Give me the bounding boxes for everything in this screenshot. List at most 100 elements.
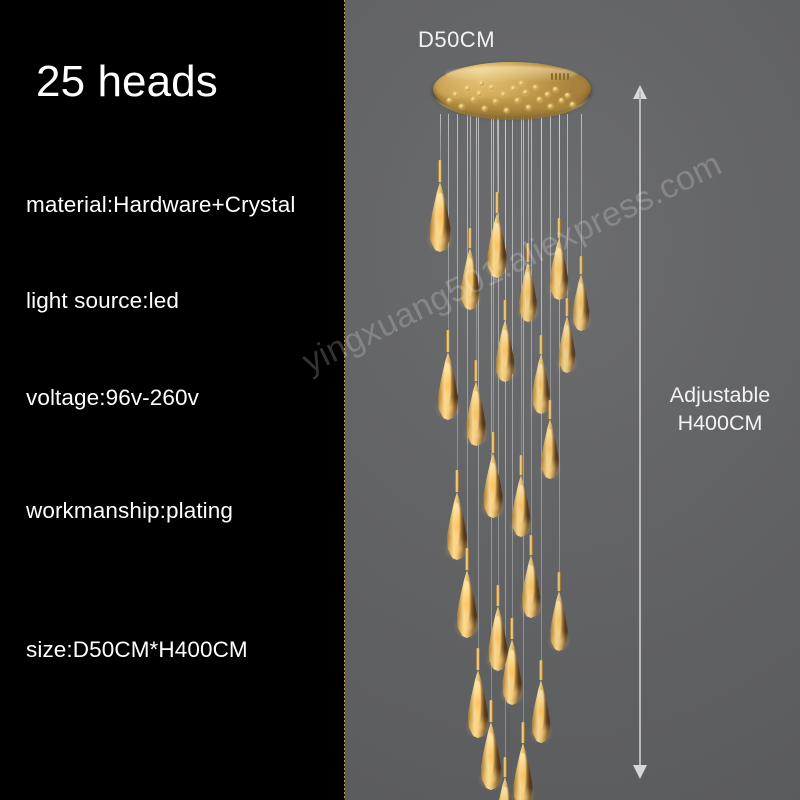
- canopy-mount-nub: [447, 98, 452, 103]
- canopy-mount-nub: [570, 102, 575, 107]
- crystal-pendant: [465, 648, 491, 738]
- pendant-cable: [581, 114, 582, 256]
- pendant-light-core: [538, 363, 544, 401]
- canopy-mount-nub: [545, 92, 550, 97]
- pendant-cable: [505, 114, 506, 757]
- crystal-pendant: [516, 243, 540, 322]
- canopy-mount-nub: [482, 106, 487, 111]
- pendant-light-core: [487, 732, 495, 776]
- pendant-stem: [455, 470, 459, 492]
- pendant-stem: [465, 548, 469, 570]
- canopy-mount-nub: [559, 98, 564, 103]
- diameter-label-text: D50CM: [417, 27, 496, 52]
- crystal-pendant: [499, 618, 525, 705]
- spec-size: size:D50CM*H400CM: [26, 637, 248, 662]
- pendant-light-core: [520, 753, 526, 794]
- pendant-glow: [529, 393, 553, 414]
- canopy-mount-nub: [565, 93, 570, 98]
- crystal-pendant: [463, 360, 489, 446]
- pendant-cable: [478, 114, 479, 648]
- pendant-stem: [579, 256, 583, 274]
- spec-light-source: light source:led: [26, 288, 179, 313]
- pendant-glow: [480, 495, 506, 518]
- pendant-stem: [526, 243, 530, 262]
- pendant-stem: [510, 618, 514, 639]
- pendant-stem: [565, 298, 569, 316]
- pendant-cable: [567, 114, 568, 298]
- crystal-pendant: [547, 218, 571, 300]
- crystal-pendant: [494, 757, 516, 800]
- pendant-stem: [548, 400, 552, 419]
- pendant-glow: [485, 648, 511, 671]
- pendant-light-core: [556, 600, 562, 638]
- pendant-cable: [505, 114, 506, 300]
- pendant-cable: [457, 114, 458, 470]
- pendant-cable: [497, 114, 498, 192]
- pendant-cable: [528, 114, 529, 243]
- pendant-glow: [493, 360, 517, 382]
- canopy-mount-nub: [504, 108, 509, 113]
- pendant-glow: [529, 721, 553, 743]
- crystal-pendant: [547, 572, 571, 651]
- pendant-stem: [557, 218, 561, 238]
- pendant-cable: [521, 114, 522, 455]
- pendant-light-core: [463, 580, 471, 624]
- pendant-cable: [470, 114, 471, 228]
- crystal-pendant: [538, 400, 562, 479]
- pendant-glow: [463, 423, 489, 446]
- crystal-pendant: [458, 228, 482, 310]
- spec-workmanship: workmanship:plating: [26, 498, 234, 523]
- arrow-down-head: [633, 765, 647, 779]
- canopy-mount-nub: [515, 98, 520, 103]
- pendant-stem: [519, 455, 523, 475]
- canopy-mount-nub: [548, 104, 553, 109]
- pendant-light-core: [502, 786, 508, 800]
- pendant-light-core: [528, 565, 534, 605]
- pendant-light-core: [525, 271, 531, 309]
- crystal-pendant: [485, 585, 511, 671]
- pendant-cable: [491, 114, 492, 700]
- crystal-pendant: [509, 455, 533, 537]
- crystal-pendant: [510, 722, 536, 800]
- pendant-glow: [510, 785, 536, 800]
- pendant-cable: [541, 114, 542, 335]
- pendant-glow: [538, 458, 562, 479]
- pendant-cable: [523, 114, 524, 722]
- canopy-mount-nub: [479, 81, 484, 86]
- spec-voltage: voltage:96v-260v: [26, 385, 199, 410]
- pendant-stem: [495, 192, 499, 213]
- diameter-label: D50CM: [345, 27, 800, 53]
- product-photo-area: D50CM Adjustable H400CM yingxuang501.ali…: [296, 0, 800, 800]
- crystal-pendant: [478, 700, 504, 790]
- pendant-glow: [509, 515, 533, 537]
- crystal-pendant: [426, 160, 454, 252]
- spec-material: material:Hardware+Crystal: [26, 192, 296, 217]
- canopy-highlight: [445, 66, 577, 82]
- pendant-stem: [503, 757, 507, 777]
- pendant-stem: [521, 722, 525, 743]
- canopy-mount-nub: [523, 90, 528, 95]
- pendant-stem: [476, 648, 480, 670]
- height-dimension-arrow: [633, 85, 647, 779]
- canopy-mount-nub: [519, 81, 524, 86]
- height-label-line1: Adjustable: [669, 383, 771, 407]
- crystal-pendant: [529, 335, 553, 414]
- head-count-title: 25 heads: [36, 57, 218, 106]
- pendant-glow: [547, 278, 571, 300]
- pendant-stem: [438, 160, 442, 182]
- pendant-stem: [474, 360, 478, 381]
- pendant-light-core: [564, 325, 570, 361]
- pendant-glow: [570, 311, 592, 331]
- crystal-pendant: [444, 470, 470, 560]
- pendant-stem: [489, 700, 493, 722]
- canopy-mount-nub: [537, 97, 542, 102]
- pendant-stem: [496, 585, 500, 606]
- pendant-stem: [503, 300, 507, 320]
- pendant-light-core: [453, 502, 461, 546]
- pendant-stem: [468, 228, 472, 248]
- crystal-pendant: [570, 256, 592, 331]
- pendant-stem: [491, 432, 495, 453]
- pendant-glow: [465, 714, 491, 738]
- pendant-stem: [539, 335, 543, 354]
